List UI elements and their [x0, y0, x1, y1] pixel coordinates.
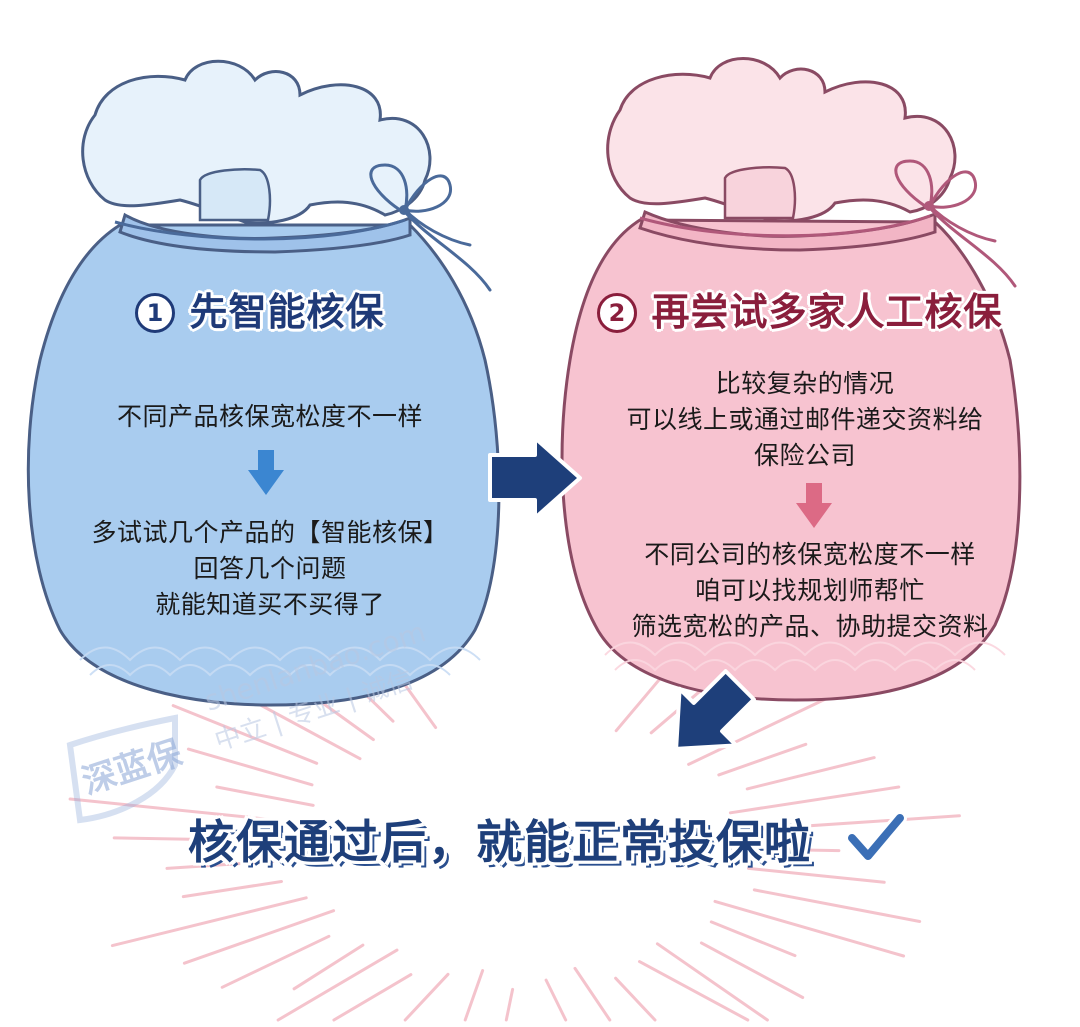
down-arrow-pink-icon	[796, 483, 832, 528]
sunburst-ray	[463, 969, 485, 1022]
sunburst-ray	[181, 880, 283, 899]
left-bottom-text: 多试试几个产品的【智能核保】 回答几个问题 就能知道买不买得了	[50, 515, 490, 623]
pink-bag-bow	[894, 159, 1017, 288]
right-bottom-text: 不同公司的核保宽松度不一样 咱可以找规划师帮忙 筛选宽松的产品、协助提交资料	[590, 537, 1030, 645]
sunburst-ray	[638, 960, 750, 1022]
sunburst-ray	[747, 866, 886, 884]
sunburst-ray	[745, 756, 876, 791]
sunburst-ray	[165, 857, 306, 870]
sunburst-ray	[709, 920, 797, 958]
sunburst-ray	[403, 972, 450, 1022]
pink-bag	[560, 57, 1022, 702]
left-line-4: 就能知道买不买得了	[155, 590, 385, 619]
sunburst-ray	[614, 976, 657, 1022]
sunburst-ray	[713, 899, 906, 958]
right-line-4: 不同公司的核保宽松度不一样	[644, 540, 976, 569]
sunburst-ray	[186, 747, 314, 787]
down-arrow-blue-icon	[248, 450, 284, 495]
sunburst-ray	[699, 941, 805, 999]
right-card-title: 2 再尝试多家人工核保	[590, 288, 1010, 336]
right-top-text: 比较复杂的情况 可以线上或通过邮件递交资料给 保险公司	[590, 366, 1020, 474]
left-line-3: 回答几个问题	[193, 554, 347, 583]
right-line-6: 筛选宽松的产品、协助提交资料	[631, 612, 989, 641]
right-line-3: 保险公司	[753, 441, 856, 470]
sunburst-ray	[573, 966, 612, 1022]
pink-bag-body	[560, 218, 1022, 702]
sunburst-ray	[728, 785, 901, 815]
right-title-text: 再尝试多家人工核保	[651, 290, 1003, 334]
watermark-logo	[66, 714, 178, 824]
sunburst-ray	[544, 978, 568, 1022]
sunburst-ray	[749, 814, 961, 832]
step-number-1: 1	[135, 293, 176, 333]
sunburst-ray	[171, 704, 319, 765]
sunburst-ray	[220, 934, 331, 989]
diagonal-arrow-icon	[674, 669, 756, 751]
left-line-1: 不同产品核保宽松度不一样	[116, 402, 423, 431]
sunburst-ray	[68, 797, 279, 822]
sunburst-ray	[735, 847, 841, 853]
sunburst-ray	[110, 896, 308, 948]
sunburst-ray	[276, 948, 399, 1022]
left-title-text: 先智能核保	[189, 290, 385, 334]
right-line-5: 咱可以找规划师帮忙	[695, 576, 925, 605]
sunburst-ray	[112, 836, 290, 843]
right-line-2: 可以线上或通过邮件递交资料给	[626, 405, 984, 434]
right-line-1: 比较复杂的情况	[715, 369, 895, 398]
left-line-2: 多试试几个产品的【智能核保】	[91, 518, 449, 547]
sunburst-ray	[717, 742, 808, 777]
sunburst-ray	[182, 909, 336, 965]
sunburst-ray	[752, 888, 922, 923]
sunburst-ray	[614, 675, 663, 733]
step-number-2: 2	[597, 293, 638, 333]
blue-bag-bow	[369, 163, 492, 292]
sunburst-ray	[292, 943, 365, 991]
left-top-text: 不同产品核保宽松度不一样	[60, 399, 480, 435]
sunburst-ray	[332, 973, 413, 1022]
result-text: 核保通过后，就能正常投保啦	[188, 815, 812, 869]
sunburst-ray	[215, 785, 315, 807]
left-card-title: 1 先智能核保	[70, 288, 450, 336]
right-arrow-icon	[488, 436, 582, 520]
sunburst-ray	[504, 987, 515, 1022]
sunburst-ray	[655, 942, 769, 1022]
